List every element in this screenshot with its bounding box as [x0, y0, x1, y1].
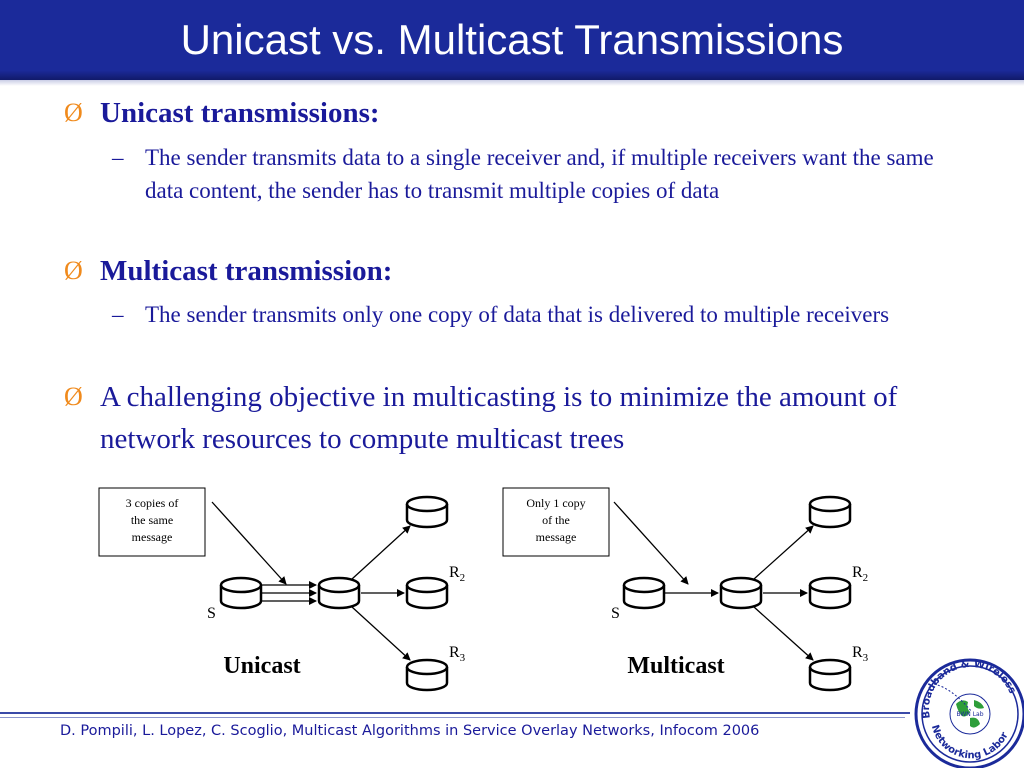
unicast-note-line1: 3 copies of	[126, 496, 179, 510]
bullet-text: Unicast transmissions:	[100, 97, 380, 129]
footer-divider	[0, 712, 910, 714]
title-bar: Unicast vs. Multicast Transmissions	[0, 0, 1024, 86]
sub-bullet-text: The sender transmits only one copy of da…	[145, 302, 890, 327]
unicast-r2-label: R2	[449, 564, 465, 584]
dash-marker: –	[112, 302, 124, 327]
unicast-receiver3-node	[405, 658, 449, 692]
arrow-bullet-icon: Ø	[64, 382, 83, 411]
logo-center-text: BWN Lab	[956, 711, 983, 718]
unicast-note-box	[98, 487, 206, 557]
multicast-router-node	[719, 576, 763, 610]
sub-bullet-text: The sender transmits data to a single re…	[145, 145, 934, 203]
multicast-receiver1-node	[808, 495, 852, 529]
unicast-router-node	[317, 576, 361, 610]
multicast-note-box	[502, 487, 610, 557]
globe-icon	[949, 693, 991, 735]
multicast-caption: Multicast	[627, 653, 724, 679]
multicast-pointer-arrow	[613, 501, 689, 585]
unicast-sender-node	[219, 576, 263, 610]
bullet-text: Multicast transmission:	[100, 255, 393, 287]
unicast-r3-label: R3	[449, 644, 466, 664]
sub-bullet-unicast: – The sender transmits data to a single …	[112, 141, 962, 207]
bullet-unicast: Ø Unicast transmissions:	[64, 92, 974, 134]
unicast-note-line2: the same	[131, 513, 173, 527]
unicast-caption: Unicast	[223, 653, 300, 679]
transmission-diagrams: 3 copies of the same message S R2 R3 Uni…	[98, 487, 869, 692]
multicast-sender-label: S	[611, 605, 620, 622]
arrow-bullet-icon: Ø	[64, 98, 83, 127]
multicast-note-line3: message	[536, 530, 577, 544]
arrow-bullet-icon: Ø	[64, 256, 83, 285]
bullet-challenge: Ø A challenging objective in multicastin…	[64, 376, 974, 460]
multicast-note-line1: Only 1 copy	[526, 496, 585, 510]
multicast-link-r3	[753, 606, 814, 661]
footer-divider-thin	[0, 717, 905, 718]
bwn-lab-logo: Broadband & Wireless Networking Laborato…	[912, 656, 1024, 768]
sub-bullet-multicast: – The sender transmits only one copy of …	[112, 298, 962, 331]
multicast-link-r1	[753, 525, 814, 580]
multicast-r2-label: R2	[852, 564, 868, 584]
unicast-link-r1	[351, 525, 411, 580]
footer-citation: D. Pompili, L. Lopez, C. Scoglio, Multic…	[60, 723, 760, 739]
unicast-link-r3	[351, 606, 411, 661]
unicast-receiver1-node	[405, 495, 449, 529]
multicast-receiver2-node	[808, 576, 852, 610]
unicast-diagram: 3 copies of the same message S R2 R3 Uni…	[98, 487, 466, 692]
bullet-text: A challenging objective in multicasting …	[100, 381, 898, 455]
unicast-receiver2-node	[405, 576, 449, 610]
multicast-r3-label: R3	[852, 644, 869, 664]
multicast-sender-node	[622, 576, 666, 610]
multicast-note-line2: of the	[542, 513, 570, 527]
dash-marker: –	[112, 145, 124, 170]
multicast-receiver3-node	[808, 658, 852, 692]
unicast-note-line3: message	[132, 530, 173, 544]
slide-title: Unicast vs. Multicast Transmissions	[180, 16, 844, 63]
unicast-sender-label: S	[207, 605, 216, 622]
multicast-diagram: Only 1 copy of the message S R2 R3 Multi…	[502, 487, 869, 692]
unicast-pointer-arrow	[211, 501, 287, 585]
bullet-multicast: Ø Multicast transmission:	[64, 250, 974, 292]
